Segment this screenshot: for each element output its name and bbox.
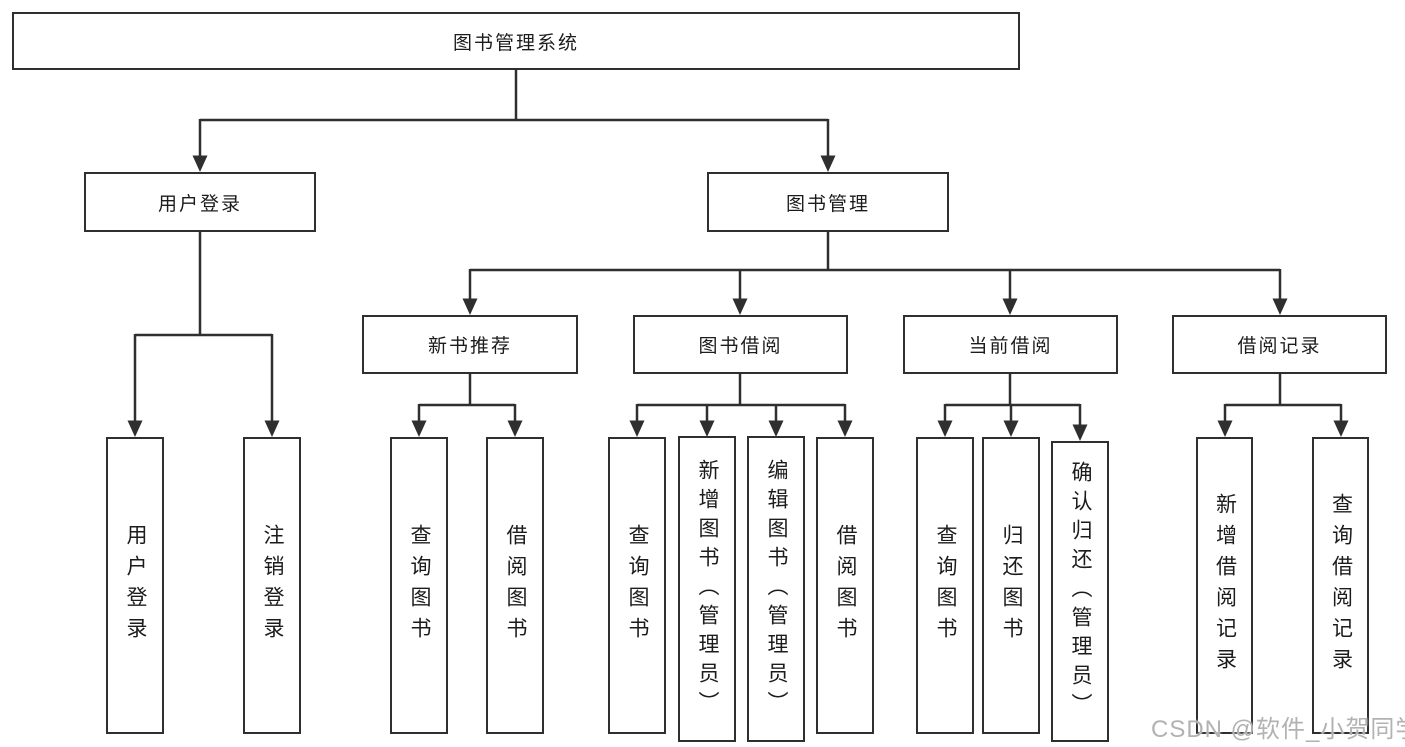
connector-current-borrow-group: [937, 374, 1088, 441]
connector-new-book-group: [411, 374, 523, 437]
connector-root-to-level2: [192, 70, 836, 172]
connector-user-login-branch: [127, 232, 280, 437]
csdn-watermark: CSDN @软件_小贺同学: [1151, 716, 1405, 743]
leaf-borrowing-borrow-books: 借阅图书: [816, 437, 874, 734]
leaf-user-login: 用户登录: [106, 437, 164, 734]
leaf-add-borrow-record: 新增借阅记录: [1196, 437, 1253, 734]
node-library-management-system: 图书管理系统: [12, 12, 1020, 70]
connector-book-borrow-group: [629, 374, 853, 437]
leaf-logout-login: 注销登录: [243, 437, 301, 734]
node-current-borrowing: 当前借阅: [903, 315, 1118, 374]
node-borrowing-records: 借阅记录: [1172, 315, 1387, 374]
leaf-current-query-books: 查询图书: [916, 437, 974, 734]
connector-book-management-branch: [462, 232, 1288, 315]
leaf-edit-books-admin: 编辑图书（管理员）: [747, 436, 805, 742]
node-user-login: 用户登录: [84, 172, 316, 232]
leaf-recommend-borrow-books: 借阅图书: [486, 437, 544, 734]
leaf-return-books: 归还图书: [982, 437, 1040, 734]
leaf-recommend-query-books: 查询图书: [390, 437, 448, 734]
leaf-query-borrow-record: 查询借阅记录: [1312, 437, 1369, 734]
leaf-add-books-admin: 新增图书（管理员）: [678, 436, 736, 742]
leaf-confirm-return-admin: 确认归还（管理员）: [1051, 441, 1109, 742]
connector-borrow-record-group: [1217, 374, 1349, 437]
node-book-management: 图书管理: [707, 172, 949, 232]
node-book-borrowing: 图书借阅: [633, 315, 848, 374]
node-new-book-recommendation: 新书推荐: [362, 315, 578, 374]
leaf-borrowing-query-books: 查询图书: [608, 437, 666, 734]
